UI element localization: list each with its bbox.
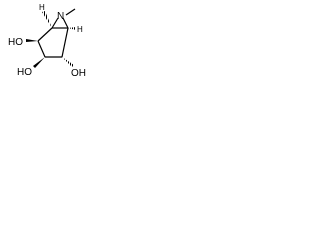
wedge-bond-c2-oh — [26, 39, 38, 42]
hashed-bond-c4-oh — [62, 57, 74, 67]
hashed-bond-c6-h — [68, 27, 76, 30]
atom-label-n: N — [57, 11, 64, 22]
atom-label-oh-bottom-left: HO — [17, 67, 32, 78]
bond-c2-c3 — [37, 40, 46, 58]
molecule-canvas: N H H HO HO OH — [0, 0, 94, 85]
wedge-bond-c3-oh — [33, 57, 45, 68]
bond-n-c1 — [51, 17, 59, 29]
bond-c4-c6 — [61, 27, 69, 58]
bond-n-c6 — [62, 17, 69, 29]
atom-label-h-right: H — [77, 25, 83, 34]
atom-label-h-left: H — [39, 3, 45, 12]
molecule-structure: N H H HO HO OH — [8, 3, 86, 79]
atom-label-oh-bottom-right: OH — [71, 68, 86, 79]
bond-c1-c2 — [37, 27, 53, 42]
hashed-bond-c1-h — [42, 11, 52, 28]
bond-n-methyl — [65, 8, 76, 16]
atom-label-oh-top-left: HO — [8, 37, 23, 48]
